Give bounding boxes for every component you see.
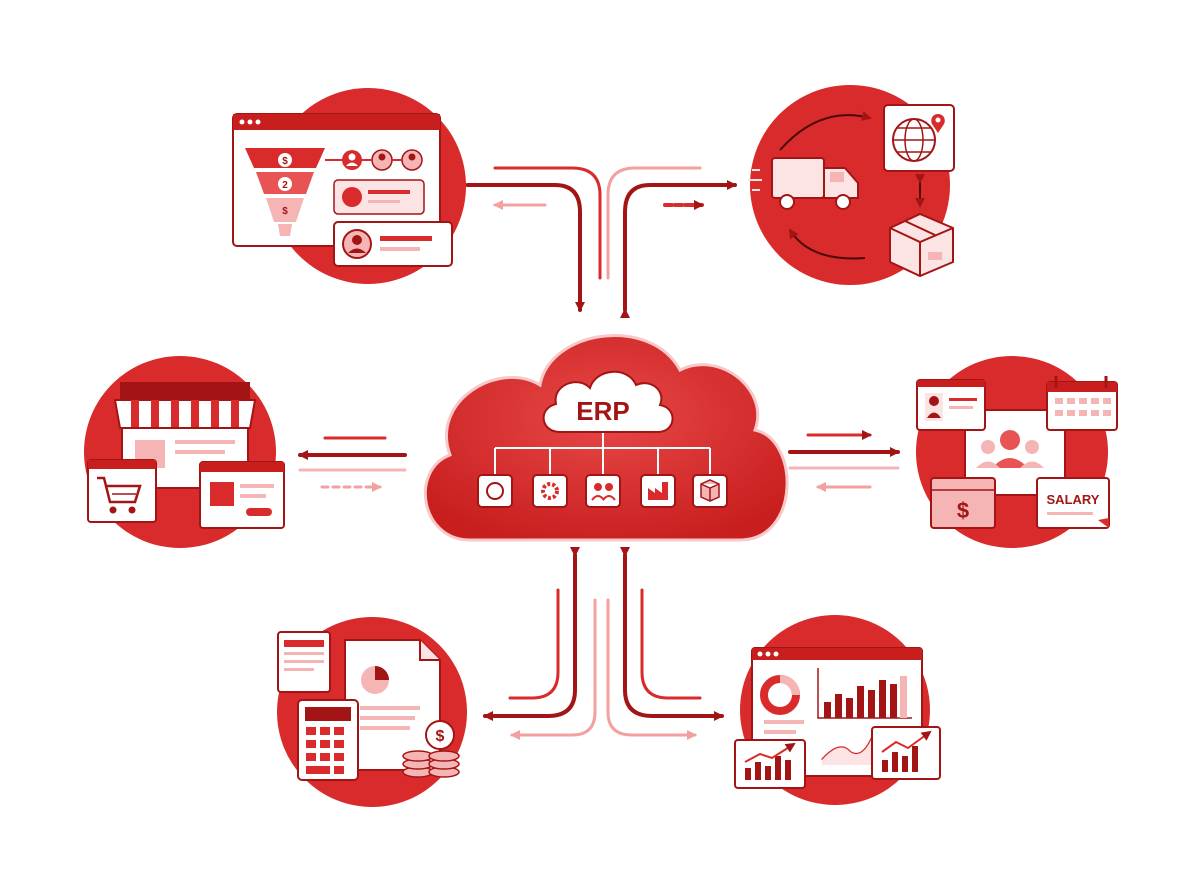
connector-arrow-icon [493, 166, 602, 280]
erp-badge-cloud-icon [542, 370, 674, 433]
funnel-mark: $ [282, 206, 288, 217]
profile-card [916, 379, 986, 431]
funnel-icon [245, 148, 325, 236]
funnel-mark: $ [282, 156, 288, 167]
truck-icon [748, 157, 859, 210]
funnel-mark: 2 [282, 180, 288, 191]
connector-arrow-icon [620, 180, 737, 318]
connector-arrow-icon [640, 588, 702, 700]
connector-arrow-icon [606, 166, 702, 280]
connector-arrow-icon [508, 588, 560, 700]
calendar-icon [1046, 376, 1118, 431]
coin-symbol: $ [436, 728, 445, 745]
connector-arrow-icon [460, 180, 585, 312]
connectors [298, 166, 900, 740]
module-boxes [477, 474, 728, 508]
hr-node: $ SALARY [916, 356, 1118, 548]
cart-icon [87, 459, 157, 523]
salary-icon: $ [930, 477, 996, 529]
analytics-node [734, 615, 941, 805]
connector-arrow-icon [606, 598, 697, 740]
report-doc [344, 639, 441, 771]
salary-slip: SALARY [1036, 477, 1110, 529]
growth-chart-icon [734, 739, 806, 789]
storefront-icon [113, 382, 257, 489]
package-icon [889, 212, 954, 278]
chart-icon [817, 668, 912, 719]
team-icon [976, 430, 1044, 468]
product-window [199, 461, 285, 529]
contact-avatars [325, 149, 423, 171]
connector-arrow-icon [483, 547, 580, 721]
module-people-icon [585, 474, 621, 508]
crm-node: $ 2 $ [232, 88, 466, 284]
module-settings-icon [532, 474, 568, 508]
globe-icon [883, 104, 955, 172]
invoice-doc [277, 631, 331, 693]
finance-node: $ [277, 617, 467, 807]
connector-arrow-icon [510, 598, 597, 740]
money-symbol: $ [957, 498, 969, 523]
calculator-icon [297, 699, 359, 781]
ecommerce-node [84, 356, 285, 548]
cloud-icon [423, 334, 789, 542]
erp-label: ERP [576, 396, 629, 426]
salary-label: SALARY [1047, 492, 1100, 507]
logistics-node [748, 85, 955, 285]
coins-icon: $ [402, 720, 460, 778]
growth-chart-icon [871, 726, 941, 780]
connector-arrow-icon [620, 547, 724, 721]
module-finance-icon [477, 474, 513, 508]
erp-cloud: ERP [423, 334, 789, 542]
